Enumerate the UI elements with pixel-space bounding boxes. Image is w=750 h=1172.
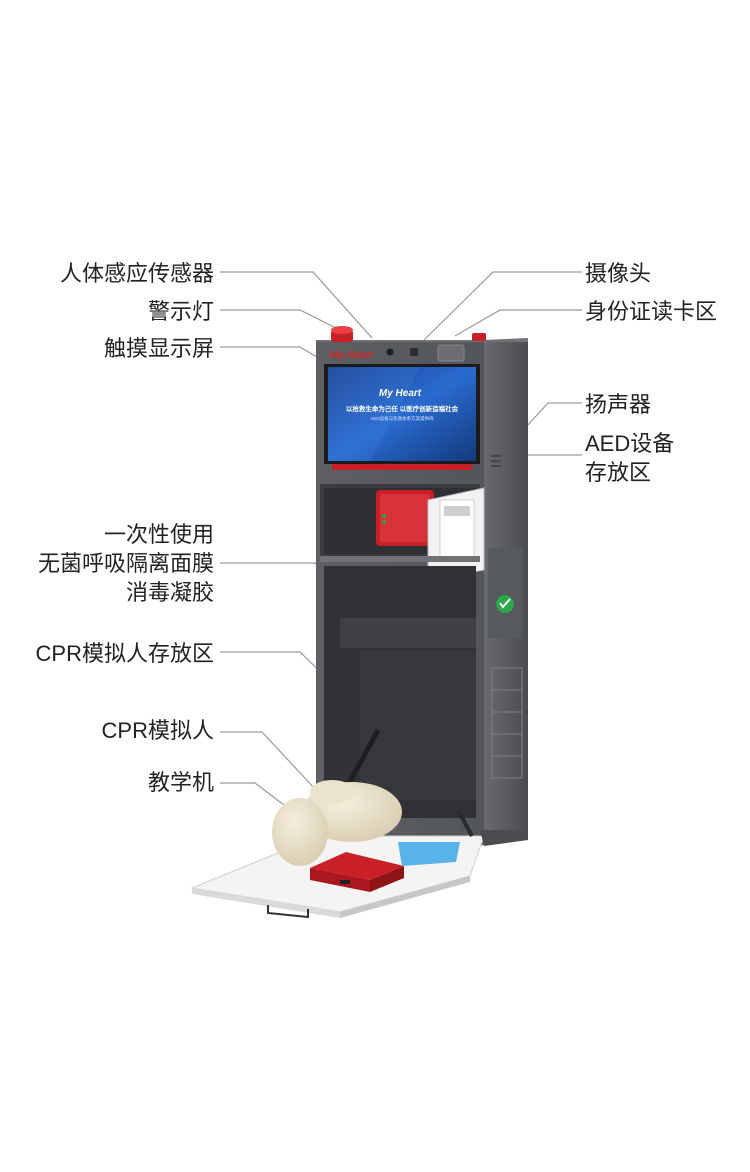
id-reader-icon [437,344,465,362]
screen-title: My Heart [379,388,422,399]
sensor-icon [410,348,418,356]
screen-sub: AED设备与急救体系方案提供商 [370,415,434,422]
brand-logo: My Heart [330,350,373,361]
touch-screen [328,367,476,461]
camera-icon [386,348,394,356]
aed-device [376,490,434,546]
label-teaching-machine: 教学机 [147,770,214,795]
label-id-card-reader: 身份证读卡区 [585,299,718,324]
label-human-sensor: 人体感应传感器 [59,261,214,286]
side-panel-sticker [488,548,523,779]
cpr-pad [398,842,460,866]
label-cpr-manikin: CPR模拟人 [101,718,214,743]
warning-light-icon [331,326,486,342]
label-speaker: 扬声器 [585,392,652,417]
label-camera: 摄像头 [585,261,652,286]
label-touch-screen: 触摸显示屏 [103,336,214,361]
tray-handle [267,905,309,919]
speaker-icon [491,455,501,467]
label-cpr-storage: CPR模拟人存放区 [35,641,214,666]
cpr-manikin-figure [272,780,402,866]
screen-slogan: 以抢救生命为己任 以医疗创新造福社会 [346,404,459,413]
label-aed-storage: AED设备 存放区 [585,431,675,485]
label-warning-light: 警示灯 [147,299,214,324]
teaching-machine-box [310,852,404,892]
label-consumables: 一次性使用 无菌呼吸隔离面膜 消毒凝胶 [37,522,214,605]
